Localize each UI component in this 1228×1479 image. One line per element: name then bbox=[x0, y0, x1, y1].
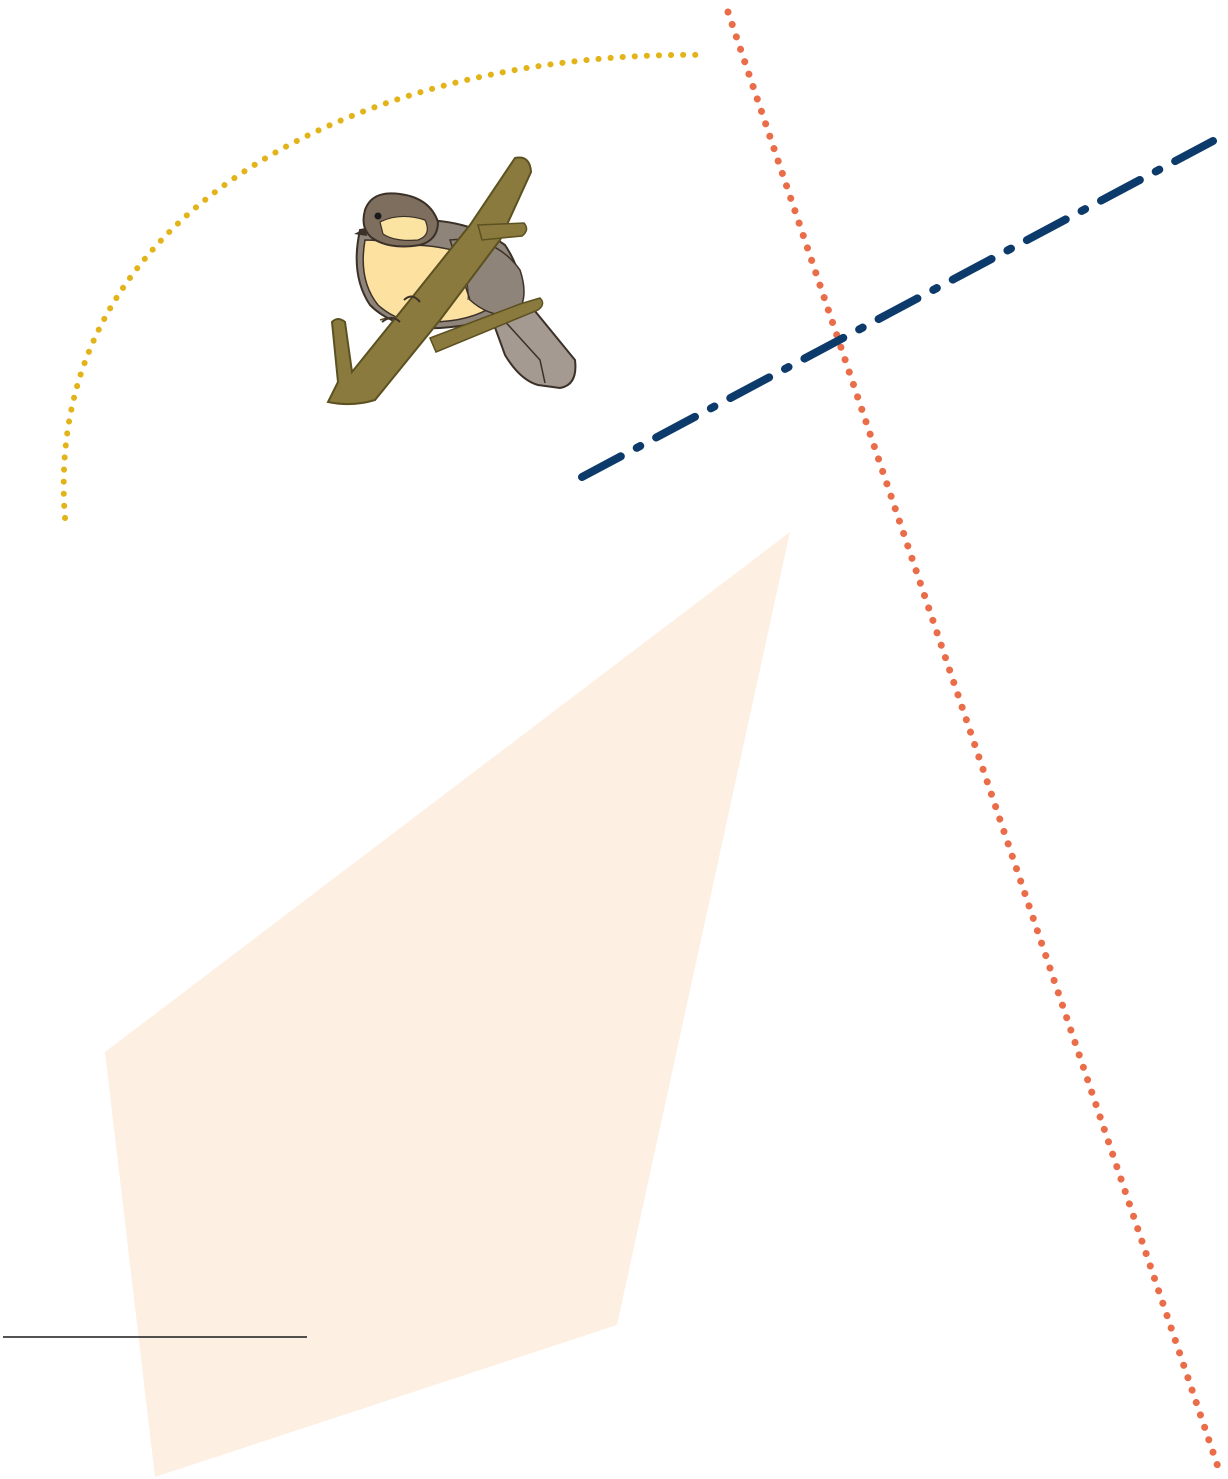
navy-dash-dot-line bbox=[582, 141, 1213, 477]
bird-on-branch-icon bbox=[328, 158, 575, 405]
peach-polygon bbox=[105, 532, 790, 1477]
red-dotted-line bbox=[728, 12, 1219, 1470]
